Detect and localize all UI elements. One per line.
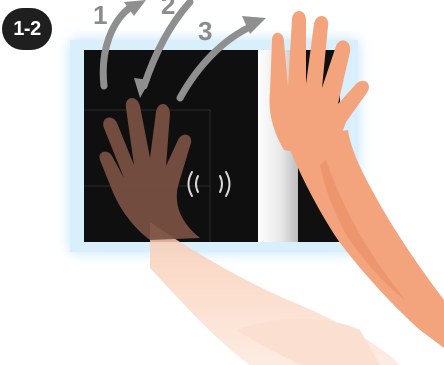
- gesture-number-3: 3: [198, 18, 212, 44]
- gesture-number-1: 1: [93, 2, 107, 28]
- step-badge: 1-2: [2, 8, 52, 50]
- gesture-number-2: 2: [161, 0, 175, 18]
